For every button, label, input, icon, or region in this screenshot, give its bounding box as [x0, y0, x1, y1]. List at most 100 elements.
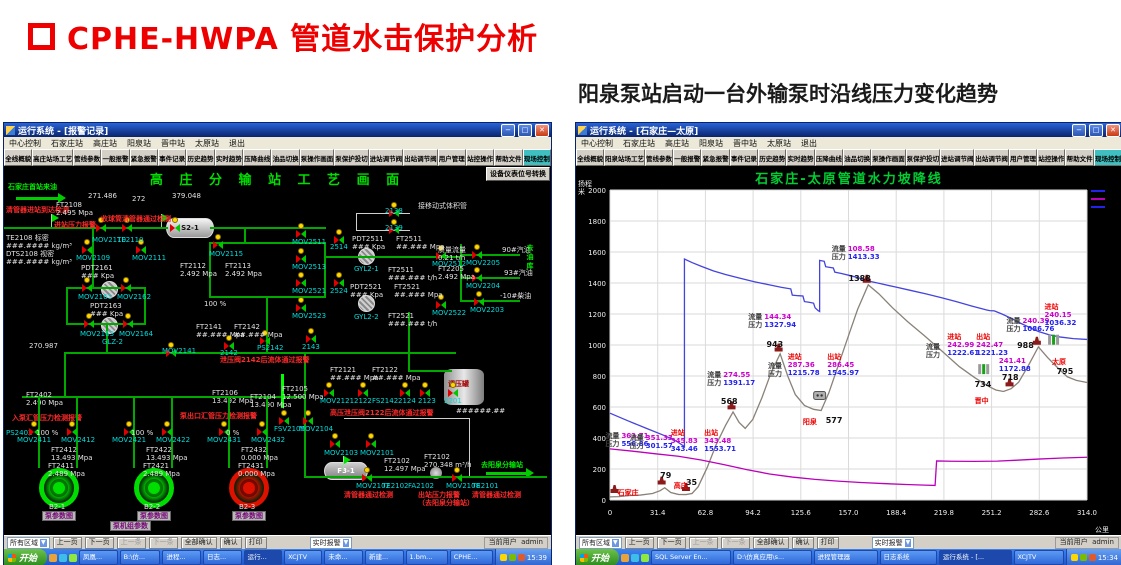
toolbar-button-出站调节阀[interactable]: 出站调节阀: [974, 149, 1009, 166]
prev-item-button[interactable]: 上一条: [688, 536, 718, 549]
taskbar-task[interactable]: XCJTV: [284, 550, 323, 565]
quick-launch-icon[interactable]: [621, 553, 630, 562]
valve-icon[interactable]: [448, 382, 458, 397]
maximize-button[interactable]: □: [1089, 123, 1103, 137]
toolbar-button-高庄站场工艺[interactable]: 高庄站场工艺: [32, 149, 73, 166]
close-button[interactable]: ✕: [1106, 123, 1120, 137]
toolbar-button-泵保护投切[interactable]: 泵保护投切: [905, 149, 941, 166]
toolbar-button-进站调节阀[interactable]: 进站调节阀: [940, 149, 975, 166]
toolbar-button-全线概貌[interactable]: 全线概貌: [4, 149, 33, 166]
quick-launch-icon[interactable]: [69, 553, 78, 562]
toolbar-button-站控操作[interactable]: 站控操作: [1037, 149, 1066, 166]
pump-B2-3[interactable]: [229, 468, 269, 508]
toolbar-button-出站调节阀[interactable]: 出站调节阀: [403, 149, 438, 166]
valve-icon[interactable]: [124, 421, 134, 436]
menu-item-高庄站[interactable]: 高庄站: [665, 138, 689, 148]
confirm-all-button[interactable]: 全部确认: [752, 536, 789, 549]
menu-item-退出[interactable]: 退出: [801, 138, 817, 148]
toolbar-button-阳泉站场工艺[interactable]: 阳泉站场工艺: [604, 149, 645, 166]
pump-B2-2[interactable]: [134, 468, 174, 508]
menu-item-太原站[interactable]: 太原站: [195, 138, 219, 148]
valve-icon[interactable]: [162, 421, 172, 436]
valve-icon[interactable]: [82, 239, 92, 254]
valve-icon[interactable]: [257, 421, 267, 436]
valve-icon[interactable]: [296, 223, 306, 238]
valve-icon[interactable]: [306, 328, 316, 343]
valve-icon[interactable]: [362, 467, 372, 482]
toolbar-button-进站调节阀[interactable]: 进站调节阀: [368, 149, 404, 166]
valve-icon[interactable]: [330, 433, 340, 448]
menu-item-阳泉站[interactable]: 阳泉站: [127, 138, 151, 148]
toolbar-button-一般报警[interactable]: 一般报警: [673, 149, 702, 166]
menu-item-太原站[interactable]: 太原站: [767, 138, 791, 148]
quick-launch-icon[interactable]: [49, 553, 58, 562]
valve-icon[interactable]: [436, 245, 446, 260]
toolbar-button-实时趋势[interactable]: 实时趋势: [786, 149, 815, 166]
quick-launch-icon[interactable]: [631, 553, 640, 562]
valve-icon[interactable]: [84, 313, 94, 328]
menu-item-晋中站[interactable]: 晋中站: [161, 138, 185, 148]
valve-icon[interactable]: [334, 272, 344, 287]
left-title-bar[interactable]: 运行系统 - [报警记录] − □ ✕: [4, 123, 551, 137]
toolbar-button-全线概貌[interactable]: 全线概貌: [576, 149, 605, 166]
toolbar-button-管线参数[interactable]: 管线参数: [72, 149, 102, 166]
valve-icon[interactable]: [136, 239, 146, 254]
valve-icon[interactable]: [474, 291, 484, 306]
valve-icon[interactable]: [366, 433, 376, 448]
valve-icon[interactable]: [436, 294, 446, 309]
toolbar-button-用户管理[interactable]: 用户管理: [437, 149, 466, 166]
toolbar-button-紧急报警[interactable]: 紧急报警: [701, 149, 730, 166]
taskbar-task[interactable]: 日志系统: [879, 550, 937, 565]
valve-icon[interactable]: [170, 217, 180, 232]
toolbar-button-压降曲线[interactable]: 压降曲线: [243, 149, 272, 166]
next-page-button[interactable]: 下一页: [84, 536, 114, 549]
right-title-bar[interactable]: 运行系统 - [石家庄—太原] − □ ✕: [576, 123, 1121, 137]
next-page-button[interactable]: 下一页: [656, 536, 686, 549]
valve-icon[interactable]: [389, 202, 399, 217]
taskbar-task[interactable]: D:\仿真应用\s...: [733, 550, 812, 565]
toolbar-button-实时趋势[interactable]: 实时趋势: [214, 149, 244, 166]
valve-icon[interactable]: [324, 382, 334, 397]
start-button[interactable]: 开始: [576, 549, 620, 565]
next-item-button[interactable]: 下一条: [148, 536, 178, 549]
toolbar-button-事件记录[interactable]: 事件记录: [157, 149, 187, 166]
pump-B2-1[interactable]: [39, 468, 79, 508]
menu-item-石家庄站[interactable]: 石家庄站: [51, 138, 83, 148]
toolbar-button-泵保护投切[interactable]: 泵保护投切: [334, 149, 369, 166]
valve-icon[interactable]: [67, 421, 77, 436]
valve-icon[interactable]: [260, 330, 270, 345]
tag-convert-button[interactable]: 设备仪表位号转换: [486, 167, 550, 181]
prev-page-button[interactable]: 上一页: [52, 536, 82, 549]
confirm-button[interactable]: 确认: [791, 536, 814, 549]
menu-item-阳泉站[interactable]: 阳泉站: [699, 138, 723, 148]
quick-launch-icon[interactable]: [641, 553, 650, 562]
valve-icon[interactable]: [213, 234, 223, 249]
next-item-button[interactable]: 下一条: [720, 536, 750, 549]
valve-icon[interactable]: [123, 313, 133, 328]
menu-item-石家庄站[interactable]: 石家庄站: [623, 138, 655, 148]
valve-icon[interactable]: [122, 217, 132, 232]
valve-icon[interactable]: [296, 272, 306, 287]
toolbar-button-现场控制[interactable]: 现场控制: [1093, 149, 1121, 166]
confirm-button[interactable]: 确认: [219, 536, 242, 549]
minimize-button[interactable]: −: [501, 123, 515, 137]
toolbar-button-油品切换[interactable]: 油品切换: [842, 149, 872, 166]
taskbar-task[interactable]: 运行...: [243, 550, 283, 565]
valve-icon[interactable]: [358, 382, 368, 397]
surge-tank[interactable]: 调压罐: [444, 369, 484, 405]
start-button[interactable]: 开始: [4, 549, 48, 565]
toolbar-button-泵操作画面[interactable]: 泵操作画面: [871, 149, 906, 166]
maximize-button[interactable]: □: [518, 123, 532, 137]
valve-icon[interactable]: [334, 229, 344, 244]
menu-item-中心控制[interactable]: 中心控制: [9, 138, 41, 148]
valve-icon[interactable]: [296, 248, 306, 263]
valve-icon[interactable]: [166, 342, 176, 357]
toolbar-button-泵操作画面[interactable]: 泵操作画面: [299, 149, 335, 166]
valve-icon[interactable]: [452, 467, 462, 482]
quick-launch-icon[interactable]: [59, 553, 68, 562]
toolbar-button-现场控制[interactable]: 现场控制: [522, 149, 551, 166]
taskbar-task[interactable]: 进程管理器: [813, 550, 878, 565]
minimize-button[interactable]: −: [1072, 123, 1086, 137]
menu-item-退出[interactable]: 退出: [229, 138, 245, 148]
confirm-all-button[interactable]: 全部确认: [180, 536, 217, 549]
